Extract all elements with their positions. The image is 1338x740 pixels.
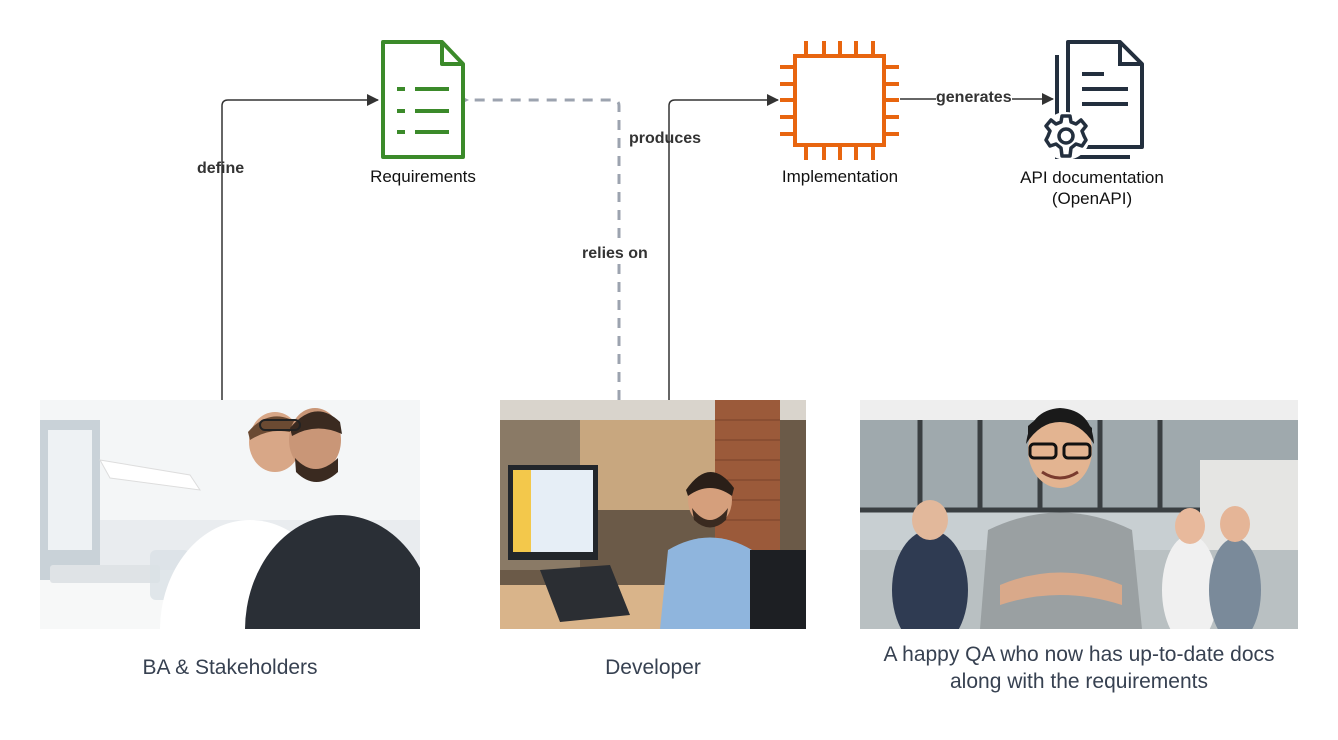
qa-caption: A happy QA who now has up-to-date docs a… (840, 641, 1318, 695)
edge-label-define: define (197, 160, 245, 177)
edge-label-produces: produces (629, 130, 702, 147)
developer-caption: Developer (605, 656, 701, 679)
qa-photo (860, 400, 1298, 629)
ba-stakeholders-caption: BA & Stakeholders (142, 656, 318, 679)
ba-stakeholders-photo (40, 400, 420, 629)
qa-illustration (860, 400, 1298, 629)
developer-illustration (500, 400, 806, 629)
qa-caption-line2: along with the requirements (950, 670, 1208, 693)
document-list-icon (381, 40, 465, 159)
api-documentation-label: API documentation (OpenAPI) (1002, 167, 1182, 209)
developer-photo (500, 400, 806, 629)
api-documentation-label-line2: (OpenAPI) (1051, 189, 1133, 208)
ba-stakeholders-illustration (40, 400, 420, 629)
edge-define (221, 94, 379, 400)
edge-produces (668, 94, 779, 400)
edge-relies-on (455, 93, 621, 400)
requirements-label: Requirements (370, 167, 476, 186)
implementation-label: Implementation (781, 167, 899, 186)
chip-icon (780, 41, 899, 160)
edge-label-generates: generates (936, 89, 1012, 107)
document-gear-icon (1042, 40, 1144, 160)
api-documentation-label-line1: API documentation (1020, 168, 1164, 187)
qa-caption-line1: A happy QA who now has up-to-date docs (883, 643, 1275, 666)
edge-label-relies-on: relies on (582, 245, 648, 263)
